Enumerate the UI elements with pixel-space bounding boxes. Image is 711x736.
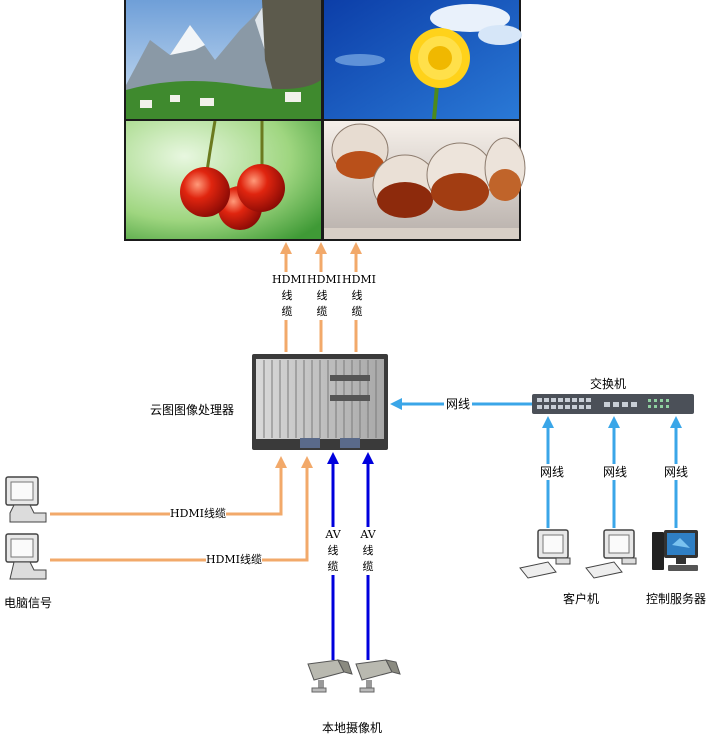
client-computer-icon [519, 529, 571, 579]
av-label-text: 线 [327, 544, 339, 557]
hdmi-label-1: HDMI 线 缆 [272, 272, 307, 320]
video-wall [124, 0, 526, 241]
client-label: 客户机 [563, 592, 600, 606]
network-switch-device [532, 394, 694, 414]
hdmi-label-text: HDMI [307, 273, 342, 286]
network-cable-label: 网线 [540, 464, 565, 480]
pc-monitor-icon [5, 533, 47, 580]
wall-panel-cherries [126, 120, 321, 239]
pc-monitor-icon [5, 476, 47, 523]
hdmi-label-text: 线 [281, 289, 293, 302]
wall-panel-wine-glasses [324, 121, 526, 239]
server-computer-icon [652, 530, 698, 571]
server-label: 控制服务器 [646, 592, 707, 606]
av-label-text: AV [360, 528, 376, 541]
wall-panel-mountain [126, 0, 321, 119]
camera-icon [355, 659, 401, 693]
hdmi-label-2: HDMI 线 缆 [307, 272, 342, 320]
processor-label: 云图图像处理器 [150, 403, 235, 417]
hdmi-label-text: 缆 [316, 305, 328, 318]
av-cable-label: AV 线 缆 [357, 527, 379, 575]
hdmi-cable-label: HDMI线缆 [206, 552, 263, 568]
hdmi-label-3: HDMI 线 缆 [342, 272, 377, 320]
switch-label: 交换机 [590, 377, 627, 391]
hdmi-label-text: 缆 [351, 305, 363, 318]
client-computer-icon [585, 529, 637, 579]
av-label-text: 缆 [327, 560, 339, 573]
network-cable-label: 网线 [444, 396, 473, 412]
av-label-text: 缆 [362, 560, 374, 573]
hdmi-label-text: 线 [351, 289, 363, 302]
pc-signal-label: 电脑信号 [4, 596, 53, 610]
hdmi-label-text: 线 [316, 289, 328, 302]
wall-panel-dandelion [324, 0, 522, 120]
av-cable-label: AV 线 缆 [322, 527, 344, 575]
hdmi-cable-label: HDMI线缆 [170, 506, 227, 522]
pc-hdmi-lines [50, 456, 313, 562]
av-label-text: 线 [362, 544, 374, 557]
hdmi-label-text: HDMI [272, 273, 307, 286]
av-label-text: AV [325, 528, 341, 541]
camera-icon [307, 659, 353, 693]
camera-label: 本地摄像机 [322, 721, 383, 735]
hdmi-label-text: 缆 [281, 305, 293, 318]
hdmi-label-text: HDMI [342, 273, 377, 286]
network-cable-label: 网线 [603, 464, 628, 480]
processor-rack-device [252, 354, 388, 450]
network-cable-label: 网线 [664, 464, 689, 480]
